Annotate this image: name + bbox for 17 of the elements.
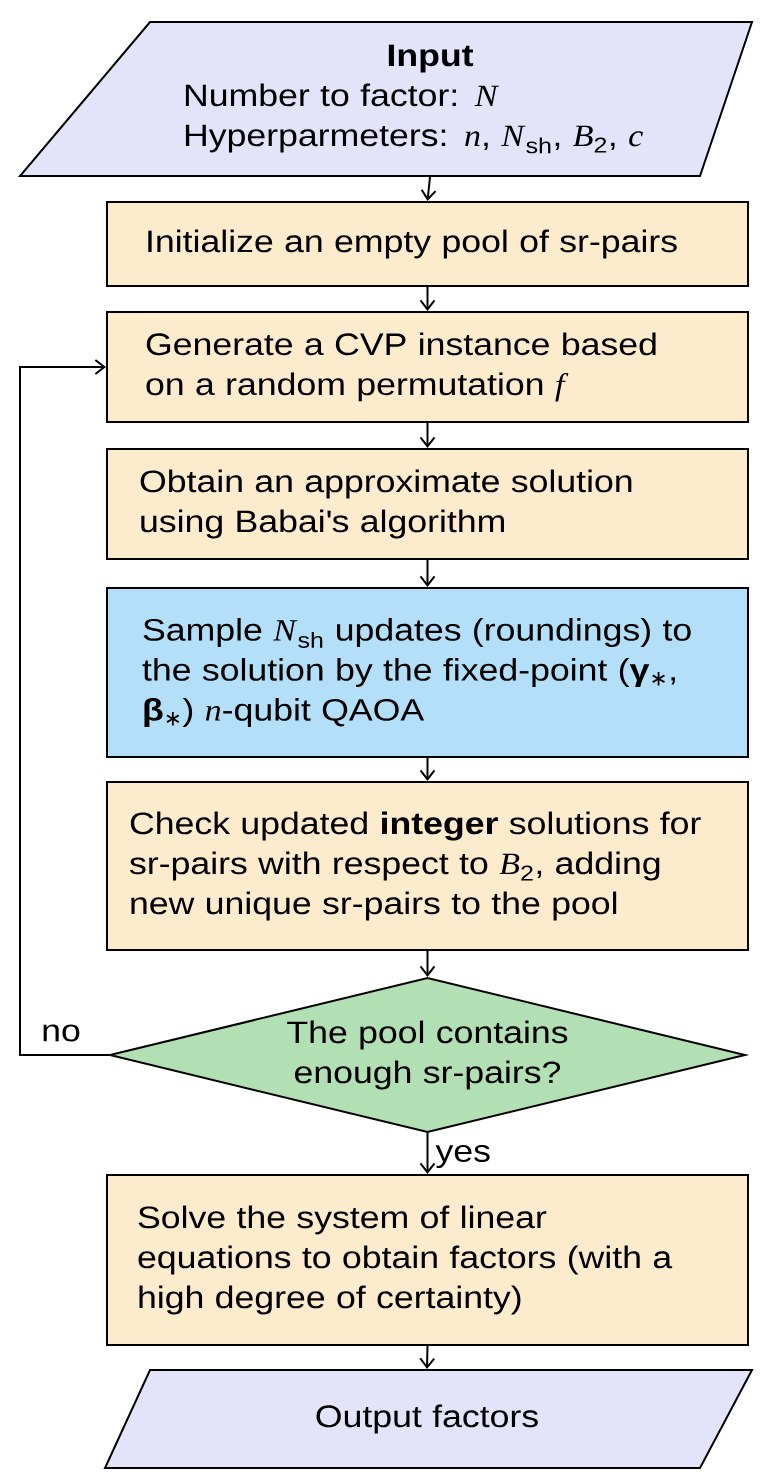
arrow: [19, 359, 110, 1056]
process-box: Check updated integer solutions for sr-pairs with respect to B$_{2}$, adding new unique sr-pairs to the pool: [106, 781, 749, 951]
process-box: Initialize an empty pool of sr-pairs: [106, 201, 749, 287]
process-box: Sample N$_{sh}$ updates (roundings) to the solution by the fixed-point (γ$_{∗}$, β$_{∗}$) n-qubit QAOA: [106, 587, 749, 758]
arrow: [419, 422, 436, 448]
arrow: [419, 757, 436, 781]
arrow: [419, 950, 436, 977]
arrow: [420, 176, 437, 201]
edge-label: yes: [435, 1144, 490, 1169]
arrow: [419, 559, 436, 587]
arrow: [419, 286, 436, 311]
process-box: Generate a CVP instance based on a random permutation f: [106, 311, 749, 423]
edge-label: no: [43, 1024, 80, 1042]
arrow: [419, 1132, 436, 1174]
arrow: [419, 1345, 436, 1369]
process-box: Solve the system of linear equations to obtain factors (with a high degree of certainty): [106, 1174, 749, 1346]
process-box: Obtain an approximate solution using Babai's algorithm: [106, 448, 749, 560]
